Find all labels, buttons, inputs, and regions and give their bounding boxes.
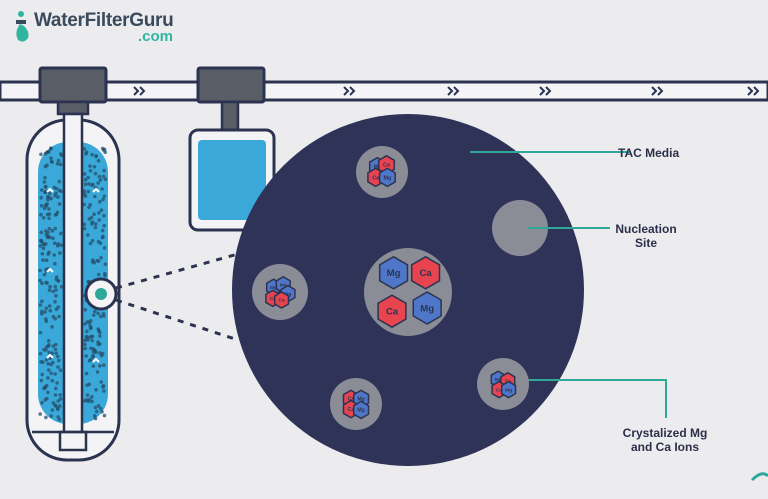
nucleation-site [492,200,548,256]
svg-text:Mg: Mg [285,291,292,297]
chevron-right-icon [545,86,552,96]
label-crystalized-line2: and Ca Ions [630,440,699,454]
svg-text:Ca: Ca [383,163,391,169]
leader-line-crystalized [522,379,667,418]
filter-tank [25,66,121,462]
ion-clusters: MgCaCaMgMgCaCaMgMgMgMgCaCaCaMgCaMgMgCaCa… [252,146,529,430]
decor-swoosh [750,472,768,482]
chevron-right-icon [753,86,760,96]
svg-text:Mg: Mg [374,164,382,170]
chevron-right-icon [657,86,664,96]
zoom-line-bottom [115,298,239,342]
svg-text:Mg: Mg [280,282,287,288]
chevron-right-icon [747,86,754,96]
zoom-line-top [115,252,239,290]
svg-text:Ca: Ca [496,387,502,393]
svg-text:Mg: Mg [505,387,512,393]
small-filter-housing [188,66,276,232]
logo-text: WaterFilterGuru [34,10,174,31]
svg-text:Ca: Ca [270,296,276,302]
chevron-right-icon [453,86,460,96]
chevron-right-icon [651,86,658,96]
calcium-ion: Ca [273,291,290,309]
logo[interactable]: WaterFilterGuru .com [12,8,192,48]
water-pipe [0,80,768,102]
chevron-right-icon [539,86,546,96]
riser-tube [62,112,84,446]
svg-text:Mg: Mg [420,303,434,314]
label-crystalized-ions: Crystalized Mg and Ca Ions [610,426,720,454]
calcium-ion: Ca [377,294,407,329]
label-tac-media: TAC Media [618,146,679,160]
svg-text:Ca: Ca [419,268,432,279]
svg-text:Ca: Ca [279,298,285,304]
magnesium-ion: Mg [352,400,370,420]
svg-text:Ca: Ca [348,397,355,403]
magnesium-ion: Mg [378,167,396,188]
magnesium-ion: Mg [500,380,517,399]
svg-text:Ca: Ca [386,307,399,318]
chevron-up-icon [46,353,54,359]
svg-text:Ca: Ca [348,407,355,413]
svg-text:Mg: Mg [357,408,364,414]
faucet-drop-icon [16,11,29,42]
svg-text:Mg: Mg [384,175,392,181]
label-nucleation-line2: Site [634,236,657,250]
svg-text:Mg: Mg [270,285,277,291]
svg-text:Mg: Mg [387,268,401,279]
calcium-ion: Ca [410,255,441,290]
chevron-up-icon [46,187,54,193]
chevron-right-icon [349,86,356,96]
chevron-right-icon [447,86,454,96]
chevron-up-icon [92,357,100,363]
chevron-right-icon [343,86,350,96]
chevron-up-icon [92,187,100,193]
svg-text:Mg: Mg [357,397,364,403]
chevron-right-icon [133,86,140,96]
flow-arrows [39,86,760,96]
magnesium-ion: Mg [378,255,409,290]
label-tac-media-text: TAC Media [618,146,680,160]
chevron-right-icon [139,86,146,96]
logo-domain: .com [138,28,174,45]
svg-text:Ca: Ca [372,175,380,181]
label-nucleation-line1: Nucleation [615,222,677,236]
label-crystalized-line1: Crystalized Mg [622,426,708,440]
svg-text:Mg: Mg [495,377,502,383]
chevron-up-icon [46,267,54,273]
magnesium-ion: Mg [412,291,442,325]
label-nucleation-site: Nucleation Site [606,222,686,250]
